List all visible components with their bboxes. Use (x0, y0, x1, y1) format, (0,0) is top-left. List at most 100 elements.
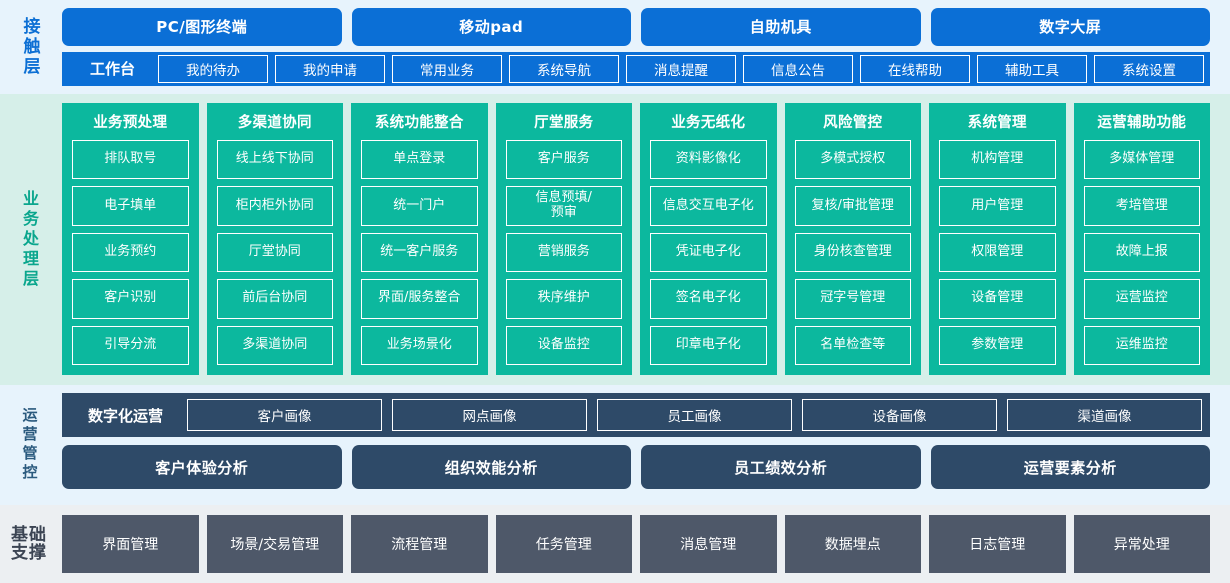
business-item[interactable]: 界面/服务整合 (361, 279, 478, 319)
business-item[interactable]: 签名电子化 (650, 279, 767, 319)
business-item[interactable]: 凭证电子化 (650, 232, 767, 273)
business-item[interactable]: 排队取号 (72, 140, 189, 180)
business-item[interactable]: 信息预填/ 预审 (505, 186, 622, 226)
channel-digital-screen[interactable]: 数字大屏 (930, 8, 1210, 46)
column-title: 多渠道协同 (237, 115, 312, 131)
column-items: 资料影像化 信息交互电子化 凭证电子化 签名电子化 印章电子化 (650, 140, 767, 366)
digital-operations-bar: 数字化运营 客户画像 网点画像 员工画像 设备画像 渠道画像 (62, 393, 1210, 437)
foundation-layer: 基础 支撑 界面管理 场景/交易管理 流程管理 任务管理 消息管理 数据埋点 日… (0, 505, 1230, 583)
business-item[interactable]: 运营监控 (1083, 279, 1200, 319)
business-item[interactable]: 业务场景化 (361, 325, 478, 366)
column-title: 系统管理 (967, 115, 1027, 131)
portrait-branch[interactable]: 网点画像 (392, 399, 588, 431)
business-item[interactable]: 业务预约 (72, 232, 189, 273)
workbench-title: 工作台 (90, 60, 136, 79)
workbench-item-my-todo[interactable]: 我的待办 (158, 54, 269, 83)
business-column-lobby-service: 厅堂服务 客户服务 信息预填/ 预审 营销服务 秩序维护 设备监控 (495, 103, 632, 375)
business-item[interactable]: 复核/审批管理 (794, 186, 911, 226)
column-items: 排队取号 电子填单 业务预约 客户识别 引导分流 (72, 140, 189, 366)
workbench-item-aux-tools[interactable]: 辅助工具 (977, 54, 1088, 83)
business-item[interactable]: 线上线下协同 (216, 140, 333, 180)
business-item[interactable]: 前后台协同 (216, 279, 333, 319)
foundation-item-message-management[interactable]: 消息管理 (640, 515, 777, 573)
foundation-item-exception-handling[interactable]: 异常处理 (1073, 515, 1210, 573)
business-item[interactable]: 柜内柜外协同 (216, 186, 333, 226)
business-item[interactable]: 名单检查等 (794, 325, 911, 366)
operations-layer-label: 运营管控 (0, 385, 58, 505)
channel-pc[interactable]: PC/图形终端 (62, 8, 342, 46)
business-item[interactable]: 厅堂协同 (216, 232, 333, 273)
portrait-device[interactable]: 设备画像 (802, 399, 998, 431)
foundation-layer-label: 基础 支撑 (0, 505, 58, 583)
foundation-item-data-tracking[interactable]: 数据埋点 (784, 515, 921, 573)
digital-operations-title: 数字化运营 (88, 406, 164, 425)
workbench-item-my-application[interactable]: 我的申请 (275, 54, 386, 83)
business-layer-body: 业务预处理 排队取号 电子填单 业务预约 客户识别 引导分流 多渠道协同 线上线… (58, 94, 1230, 385)
workbench-item-system-settings[interactable]: 系统设置 (1094, 54, 1205, 83)
business-item[interactable]: 参数管理 (939, 325, 1056, 366)
business-item[interactable]: 多媒体管理 (1083, 140, 1200, 180)
column-items: 机构管理 用户管理 权限管理 设备管理 参数管理 (939, 140, 1056, 366)
foundation-row: 界面管理 场景/交易管理 流程管理 任务管理 消息管理 数据埋点 日志管理 异常… (62, 515, 1210, 573)
analysis-employee-performance[interactable]: 员工绩效分析 (641, 445, 921, 489)
business-layer-label-text: 业务处理层 (20, 189, 39, 290)
business-item[interactable]: 多模式授权 (794, 140, 911, 180)
business-item[interactable]: 机构管理 (939, 140, 1056, 180)
portrait-channel[interactable]: 渠道画像 (1007, 399, 1203, 431)
business-item[interactable]: 考培管理 (1083, 186, 1200, 226)
business-item[interactable]: 客户识别 (72, 279, 189, 319)
column-items: 多模式授权 复核/审批管理 身份核查管理 冠字号管理 名单检查等 (794, 140, 911, 366)
workbench-item-announcement[interactable]: 信息公告 (743, 54, 854, 83)
business-item[interactable]: 秩序维护 (505, 279, 622, 319)
business-item[interactable]: 多渠道协同 (216, 325, 333, 366)
portrait-employee[interactable]: 员工画像 (597, 399, 793, 431)
contact-layer-label: 接触层 (0, 0, 58, 94)
business-item[interactable]: 印章电子化 (650, 325, 767, 366)
business-item[interactable]: 营销服务 (505, 232, 622, 273)
workbench-item-online-help[interactable]: 在线帮助 (860, 54, 971, 83)
business-item[interactable]: 引导分流 (72, 325, 189, 366)
column-title: 厅堂服务 (534, 115, 594, 131)
business-item[interactable]: 设备监控 (505, 325, 622, 366)
business-item[interactable]: 冠字号管理 (794, 279, 911, 319)
business-item[interactable]: 信息交互电子化 (650, 186, 767, 226)
analysis-operation-factors[interactable]: 运营要素分析 (930, 445, 1210, 489)
business-item[interactable]: 单点登录 (361, 140, 478, 180)
foundation-item-log-management[interactable]: 日志管理 (929, 515, 1066, 573)
business-column-system-integration: 系统功能整合 单点登录 统一门户 统一客户服务 界面/服务整合 业务场景化 (351, 103, 488, 375)
business-item[interactable]: 权限管理 (939, 232, 1056, 273)
foundation-item-ui-management[interactable]: 界面管理 (62, 515, 199, 573)
business-layer-label: 业务处理层 (0, 94, 58, 385)
business-item[interactable]: 电子填单 (72, 186, 189, 226)
analysis-customer-experience[interactable]: 客户体验分析 (62, 445, 342, 489)
business-item[interactable]: 资料影像化 (650, 140, 767, 180)
foundation-item-process-management[interactable]: 流程管理 (351, 515, 488, 573)
workbench-item-system-navigation[interactable]: 系统导航 (509, 54, 620, 83)
foundation-layer-body: 界面管理 场景/交易管理 流程管理 任务管理 消息管理 数据埋点 日志管理 异常… (58, 505, 1230, 583)
business-item[interactable]: 设备管理 (939, 279, 1056, 319)
business-item[interactable]: 故障上报 (1083, 232, 1200, 273)
business-item[interactable]: 身份核查管理 (794, 232, 911, 273)
business-item[interactable]: 统一门户 (361, 186, 478, 226)
workbench-item-message-reminder[interactable]: 消息提醒 (626, 54, 737, 83)
operations-layer: 运营管控 数字化运营 客户画像 网点画像 员工画像 设备画像 渠道画像 客户体验… (0, 385, 1230, 505)
business-item[interactable]: 客户服务 (505, 140, 622, 180)
foundation-item-task-management[interactable]: 任务管理 (495, 515, 632, 573)
contact-layer: 接触层 PC/图形终端 移动pad 自助机具 数字大屏 工作台 我的待办 我的申… (0, 0, 1230, 94)
contact-layer-label-text: 接触层 (19, 17, 40, 77)
business-column-grid: 业务预处理 排队取号 电子填单 业务预约 客户识别 引导分流 多渠道协同 线上线… (62, 103, 1210, 375)
business-item[interactable]: 运维监控 (1083, 325, 1200, 366)
business-column-operation-aux: 运营辅助功能 多媒体管理 考培管理 故障上报 运营监控 运维监控 (1073, 103, 1210, 375)
foundation-item-scene-transaction[interactable]: 场景/交易管理 (206, 515, 343, 573)
channel-self-service[interactable]: 自助机具 (641, 8, 921, 46)
portrait-customer[interactable]: 客户画像 (187, 399, 383, 431)
contact-layer-body: PC/图形终端 移动pad 自助机具 数字大屏 工作台 我的待办 我的申请 常用… (58, 0, 1230, 94)
business-item[interactable]: 统一客户服务 (361, 232, 478, 273)
business-item[interactable]: 用户管理 (939, 186, 1056, 226)
column-items: 单点登录 统一门户 统一客户服务 界面/服务整合 业务场景化 (361, 140, 478, 366)
analysis-org-efficiency[interactable]: 组织效能分析 (351, 445, 631, 489)
channel-mobile-pad[interactable]: 移动pad (351, 8, 631, 46)
workbench-item-common-business[interactable]: 常用业务 (392, 54, 503, 83)
business-column-risk-control: 风险管控 多模式授权 复核/审批管理 身份核查管理 冠字号管理 名单检查等 (784, 103, 921, 375)
